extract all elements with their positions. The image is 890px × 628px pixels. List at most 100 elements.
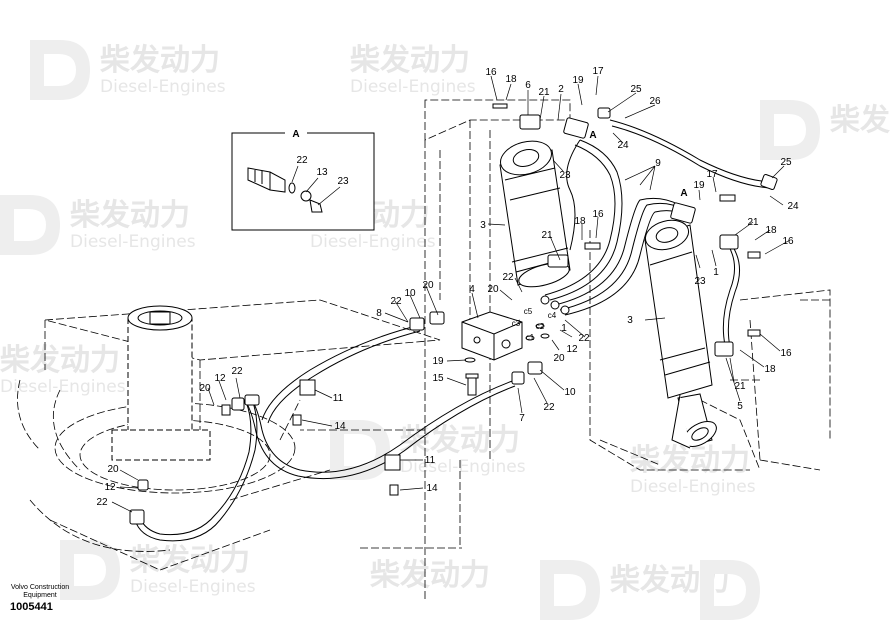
callout-label: 15 bbox=[432, 373, 444, 384]
callout-label: 7 bbox=[519, 413, 525, 424]
watermark-sub: Diesel-Engines bbox=[70, 232, 196, 252]
callout-label: 13 bbox=[316, 167, 328, 178]
callout-label: 1 bbox=[561, 323, 567, 334]
watermark-brand: 柴发动力 bbox=[630, 443, 750, 478]
callout-label: 16 bbox=[780, 348, 792, 359]
valve-block bbox=[461, 311, 523, 361]
watermark-sub: Diesel-Engines bbox=[310, 232, 436, 252]
watermark-brand: 柴发动力 bbox=[370, 558, 490, 593]
watermark-logo-icon bbox=[330, 420, 390, 480]
callout-label: 21 bbox=[538, 87, 550, 98]
callout-label: 16 bbox=[592, 209, 604, 220]
callout-label: 22 bbox=[543, 402, 555, 413]
watermark-sub: Diesel-Engines bbox=[400, 457, 526, 477]
callout-label: 10 bbox=[404, 288, 416, 299]
callout-label: 18 bbox=[764, 364, 776, 375]
callout-label: 14 bbox=[334, 421, 346, 432]
callout-label: 11 bbox=[425, 455, 436, 466]
callout-label: 21 bbox=[747, 217, 759, 228]
callout-label: 17 bbox=[592, 66, 604, 77]
callout-label: 12 bbox=[104, 482, 116, 493]
watermark-logo-icon bbox=[0, 195, 60, 255]
callout-label: 18 bbox=[765, 225, 777, 236]
callout-label: 22 bbox=[231, 366, 243, 377]
callout-label: 19 bbox=[572, 75, 584, 86]
watermark-logo-icon bbox=[30, 40, 90, 100]
callout-label: 19 bbox=[432, 356, 444, 367]
watermark-brand: 柴发动力 bbox=[350, 43, 470, 78]
swivel-joint bbox=[111, 305, 211, 461]
maker-caption: Volvo Construction Equipment bbox=[10, 584, 70, 600]
callout-label: 22 bbox=[390, 296, 402, 307]
callout-label: c3 bbox=[512, 319, 521, 328]
callout-label: 5 bbox=[737, 401, 743, 412]
callout-label: 19 bbox=[693, 180, 705, 191]
callout-label: 25 bbox=[780, 157, 792, 168]
callout-label: 24 bbox=[787, 201, 799, 212]
watermark-group: 柴发动力 Diesel-Engines 柴发动力 Diesel-Engines … bbox=[0, 40, 890, 620]
callout-label: 20 bbox=[107, 464, 119, 475]
callout-label: 12 bbox=[214, 373, 226, 384]
callout-label: 20 bbox=[422, 280, 434, 291]
callout-label: 2 bbox=[558, 84, 564, 95]
callout-label: 25 bbox=[630, 84, 642, 95]
watermark-sub: Diesel-Engines bbox=[130, 577, 256, 597]
callout-label: 8 bbox=[376, 308, 382, 319]
callout-label: 21 bbox=[541, 230, 553, 241]
callout-label: 4 bbox=[469, 284, 475, 295]
hose-clamps bbox=[299, 379, 401, 471]
watermark-sub: Diesel-Engines bbox=[350, 77, 476, 97]
watermark-logo-icon bbox=[760, 100, 820, 160]
hydraulic-hoses bbox=[134, 119, 771, 542]
callout-label: 3 bbox=[627, 315, 633, 326]
callout-label: 10 bbox=[564, 387, 576, 398]
callout-label: 22 bbox=[502, 272, 514, 283]
callout-label: 17 bbox=[706, 169, 718, 180]
callout-label: 22 bbox=[578, 333, 590, 344]
callout-label: c5 bbox=[524, 307, 533, 316]
callout-labels: 16 18 6 21 2 19 17 25 26 A 24 23 9 25 24… bbox=[96, 66, 799, 508]
callout-label: 9 bbox=[655, 158, 661, 169]
watermark-brand: 柴发动力 bbox=[130, 543, 250, 578]
callout-label: 26 bbox=[649, 96, 661, 107]
watermark-sub: Diesel-Engines bbox=[0, 377, 126, 397]
callout-label: 16 bbox=[782, 236, 794, 247]
callout-label: 22 bbox=[96, 497, 108, 508]
callout-label: 20 bbox=[199, 383, 211, 394]
callout-label: 18 bbox=[574, 216, 586, 227]
callout-label: 23 bbox=[559, 170, 571, 181]
boom-cylinder-left bbox=[499, 140, 571, 288]
watermark-brand: 柴发动力 bbox=[0, 343, 120, 378]
callout-label: A bbox=[589, 130, 596, 141]
watermark-brand: 柴发动力 bbox=[400, 423, 520, 458]
watermark-sub: Diesel-Engines bbox=[630, 477, 756, 497]
watermark-sub: Diesel-Engines bbox=[100, 77, 226, 97]
document-number: 1005441 bbox=[10, 601, 53, 613]
watermark-logo-icon bbox=[700, 560, 760, 620]
detail-a-box: A 22 13 23 bbox=[231, 124, 375, 231]
callout-label: 23 bbox=[337, 176, 349, 187]
callout-label: 22 bbox=[296, 155, 308, 166]
callout-label: A bbox=[680, 188, 687, 199]
detail-a-fitting bbox=[247, 167, 323, 213]
callout-label: 14 bbox=[426, 483, 438, 494]
callout-label: 11 bbox=[333, 393, 344, 404]
callout-label: c1 bbox=[526, 333, 535, 342]
watermark-brand: 柴发动力 bbox=[830, 103, 890, 138]
callout-label: 12 bbox=[566, 344, 578, 355]
maker-line-2: Equipment bbox=[23, 592, 57, 599]
callout-label: 24 bbox=[617, 140, 629, 151]
callout-label: 1 bbox=[713, 267, 719, 278]
detail-a-label: A bbox=[292, 129, 299, 140]
watermark-logo-icon bbox=[540, 560, 600, 620]
maker-line-1: Volvo Construction bbox=[10, 584, 70, 591]
boom-cylinder-right bbox=[644, 219, 717, 449]
callout-label: 16 bbox=[485, 67, 497, 78]
watermark-logo-icon bbox=[60, 540, 120, 600]
watermark-brand: 柴发动力 bbox=[100, 43, 220, 78]
callout-label: 23 bbox=[694, 276, 706, 287]
watermark-brand: 柴发动力 bbox=[70, 198, 190, 233]
callout-label: 20 bbox=[553, 353, 565, 364]
leader-lines bbox=[111, 75, 791, 513]
